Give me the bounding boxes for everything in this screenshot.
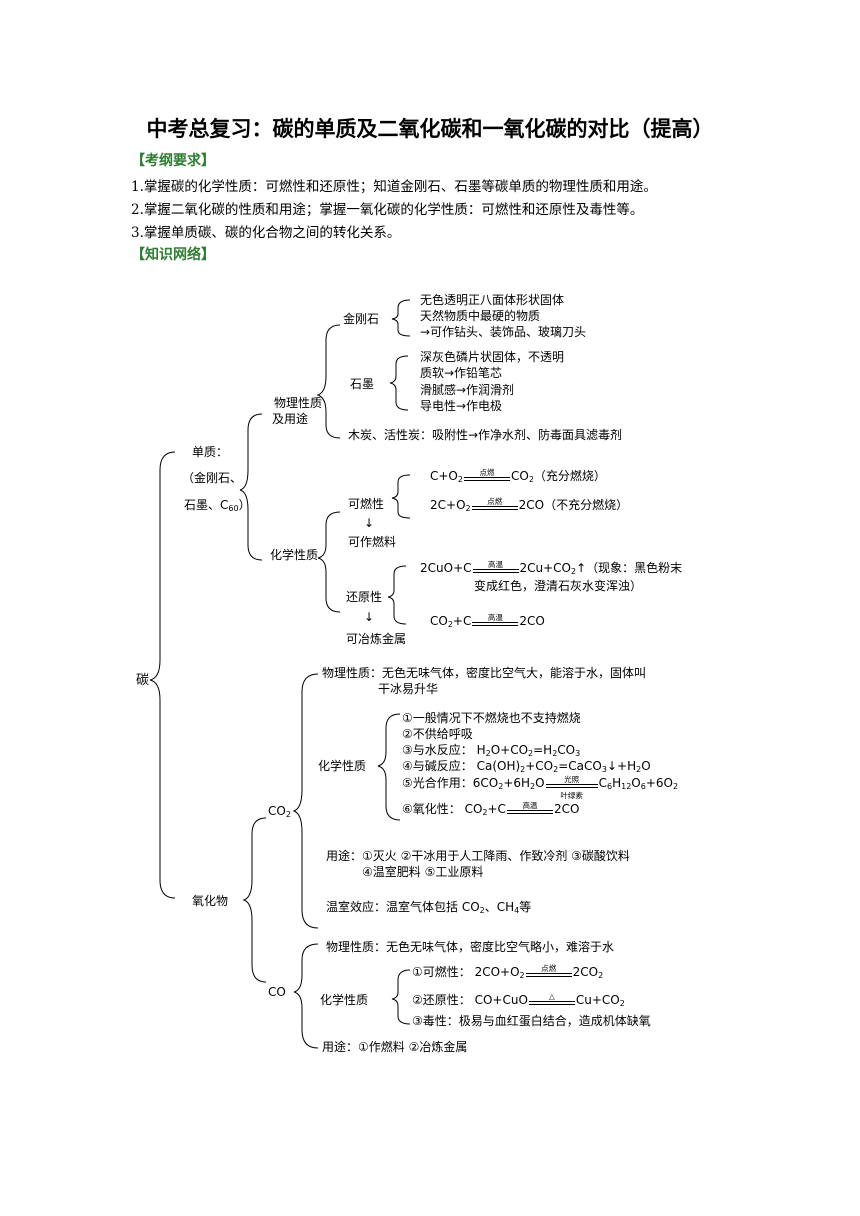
co2-chem-3: ③与水反应： H2O+CO2=H2CO3 [402,743,581,758]
phys-label-2: 及用途 [272,412,309,426]
co2-use-2: ④温室肥料 ⑤工业原料 [362,865,484,879]
requirement-1: 1.掌握碳的化学性质：可燃性和还原性；知道金刚石、石墨等碳单质的物理性质和用途。 [131,179,657,195]
graphite-line-3: 滑腻感→作润滑剂 [420,383,515,397]
co2-chem-2: ②不供给呼吸 [402,727,473,741]
phys-label-1: 物理性质 [274,396,323,410]
diamond-line-3: →可作钻头、装饰品、玻璃刀头 [420,325,587,339]
graphite-line-4: 导电性→作电极 [420,399,503,413]
co2-phys-2: 干冰易升华 [378,682,439,696]
diamond-line-2: 天然物质中最硬的物质 [420,309,541,323]
co-phys: 物理性质：无色无味气体，密度比空气略小，难溶于水 [326,940,615,954]
co-chem-2: ②还原性： CO+CuO△Cu+CO2 [412,991,625,1009]
co2-label: CO2 [268,804,291,819]
requirement-2: 2.掌握二氧化碳的性质和用途；掌握一氧化碳的化学性质：可燃性和还原性及毒性等。 [131,202,644,218]
co2-chem-4: ④与碱反应： Ca(OH)2+CO2=CaCO3↓+H2O [402,759,651,774]
elemental-label-3: 石墨、C60） [184,498,251,513]
flammability-use: 可作燃料 [348,535,397,549]
graphite-line-2: 质软→作铅笔芯 [420,366,503,380]
flammability-label: 可燃性 [348,497,385,511]
co-use: 用途：①作燃料 ②冶炼金属 [322,1040,468,1054]
root-carbon: 碳 [136,673,150,688]
co2-chem-label: 化学性质 [318,759,367,773]
graphite-line-1: 深灰色磷片状固体，不透明 [420,350,565,364]
co2-greenhouse: 温室效应：温室气体包括 CO2、CH4等 [326,900,532,915]
co-chem-label: 化学性质 [320,993,369,1007]
diamond-line-1: 无色透明正八面体形状固体 [420,293,565,307]
charcoal-line: 木炭、活性炭：吸附性→作净水剂、防毒面具滤毒剂 [348,428,623,442]
diamond-name: 金刚石 [343,312,380,326]
equation-3-note: 变成红色，澄清石灰水变浑浊） [474,579,643,593]
oxide-label: 氧化物 [192,894,229,908]
reducibility-use: 可冶炼金属 [346,632,407,646]
elemental-label-1: 单质： [192,445,229,459]
co-label: CO [268,985,286,999]
reducibility-arrow: ↓ [364,610,375,624]
requirement-3: 3.掌握单质碳、碳的化合物之间的转化关系。 [131,225,401,241]
co2-use-1: 用途：①灭火 ②干冰用于人工降雨、作致冷剂 ③碳酸饮料 [326,849,630,863]
section-network: 【知识网络】 [131,247,215,263]
chem-label: 化学性质 [270,548,319,562]
section-requirements: 【考纲要求】 [131,153,215,169]
co2-chem-1: ①一般情况下不燃烧也不支持燃烧 [402,711,581,725]
elemental-label-2: （金刚石、 [182,471,243,485]
reducibility-label: 还原性 [346,590,383,604]
page-title: 中考总复习：碳的单质及二氧化碳和一氧化碳的对比（提高） [146,116,714,141]
co2-phys-1: 物理性质：无色无味气体，密度比空气大，能溶于水，固体叫 [322,666,647,680]
flammability-arrow: ↓ [364,516,375,530]
graphite-name: 石墨 [350,377,375,391]
co-chem-3: ③毒性：极易与血红蛋白结合，造成机体缺氧 [412,1014,651,1028]
